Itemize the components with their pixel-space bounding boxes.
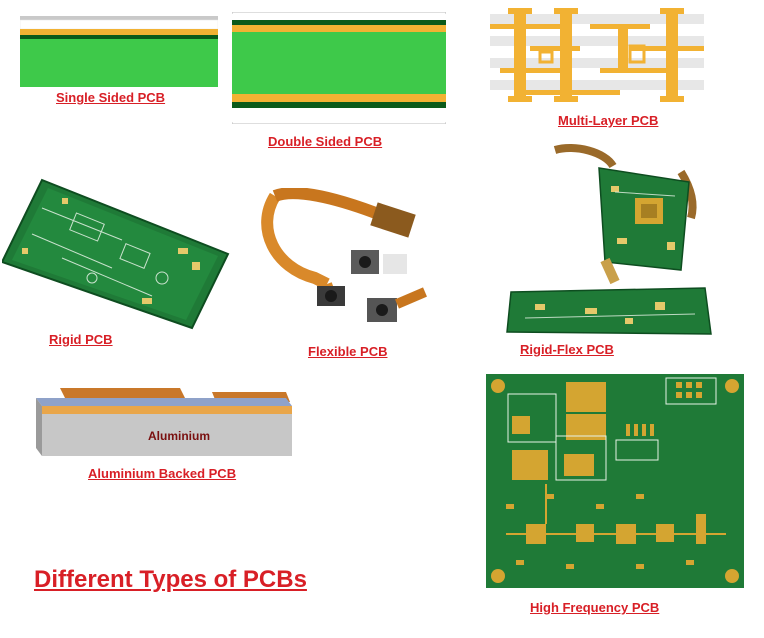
rigid-flex-caption: Rigid-Flex PCB	[520, 342, 614, 357]
high-frequency-pcb-image	[486, 374, 744, 588]
double-sided-pcb-diagram	[232, 12, 446, 124]
single-sided-caption: Single Sided PCB	[56, 90, 166, 105]
rigid-flex-pcb-image	[506, 143, 712, 335]
flexible-pcb-image	[261, 188, 427, 322]
page-title: Different Types of PCBs	[34, 566, 307, 593]
high-frequency-caption: High Frequency PCB	[530, 600, 660, 615]
double-sided-caption: Double Sided PCB	[268, 134, 383, 149]
aluminium-caption: Aluminium Backed PCB	[88, 466, 237, 481]
aluminium-label: Aluminium	[148, 429, 210, 443]
rigid-caption: Rigid PCB	[49, 332, 113, 347]
aluminium-backed-pcb-diagram	[36, 388, 292, 456]
rigid-pcb-image	[2, 178, 230, 330]
single-sided-pcb-diagram	[20, 16, 218, 87]
flexible-caption: Flexible PCB	[308, 344, 388, 359]
multi-layer-pcb-diagram	[490, 6, 704, 106]
multi-layer-caption: Multi-Layer PCB	[558, 113, 659, 128]
